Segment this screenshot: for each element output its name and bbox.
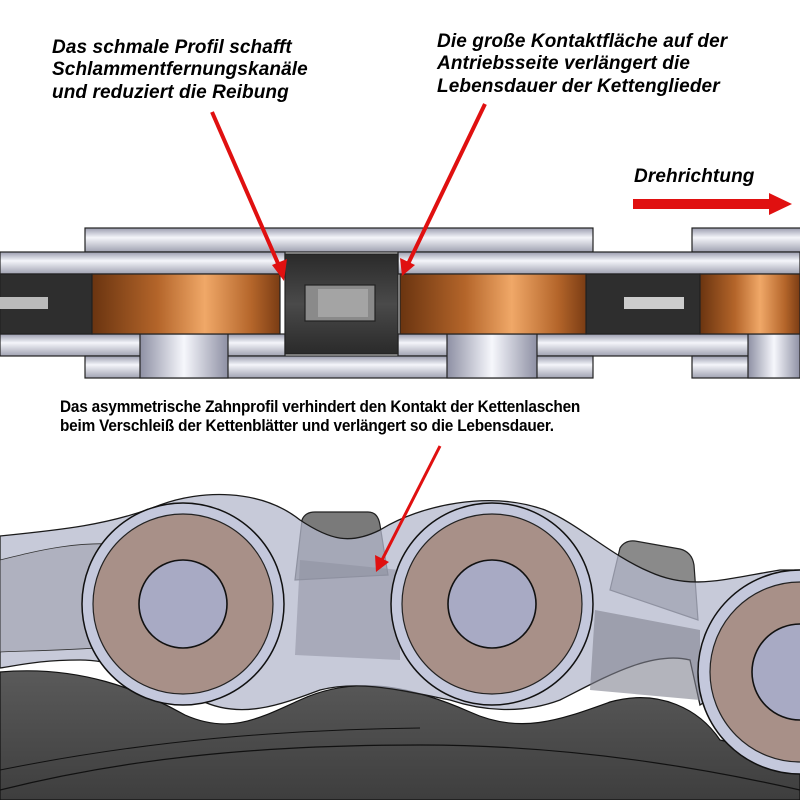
annotation-line: Die große Kontaktfläche auf der [437,31,728,52]
annotation-narrow-profile: Das schmale Profil schafft Schlammentfer… [52,37,308,104]
rotation-direction-label: Drehrichtung [634,166,754,188]
annotation-line: Antriebsseite verlängert die [437,53,691,75]
arrow-head-asymmetric-tooth [375,555,389,572]
direction-arrow-shaft [633,199,769,209]
roller-circle-3 [697,569,800,775]
arrow-contact-surface [406,103,487,265]
rotation-direction-text: Drehrichtung [634,166,755,187]
roller-2 [399,273,587,335]
annotation-line: beim Verschleiß der Kettenblätter und ve… [60,417,554,436]
roller-1 [91,273,281,335]
outer-plate-top-1 [84,227,594,253]
chain-side-view [0,227,800,379]
direction-arrow-head [769,193,792,215]
annotation-line: Lebensdauer der Kettenglieder [437,75,720,97]
annotation-line: und reduziert die Reibung [52,81,289,103]
pin-1 [139,333,229,379]
roller-circle-2 [390,502,594,706]
arrow-narrow-profile [210,111,282,269]
annotation-arrows [210,103,792,572]
pin-2 [446,333,538,379]
arrow-head-narrow-profile [272,259,287,281]
inner-plate-top-1 [0,251,286,275]
inner-plate-top-2 [397,251,800,275]
pin-3 [747,333,800,379]
roller-3 [699,273,800,335]
sprocket-view [0,493,800,800]
annotation-asymmetric-tooth: Das asymmetrische Zahnprofil verhindert … [60,398,580,437]
roller-circle-1 [81,502,285,706]
annotation-line: Das schmale Profil schafft [52,37,292,58]
arrow-asymmetric-tooth [380,445,442,561]
outer-plate-top-2 [691,227,800,253]
annotation-line: Schlammentfernungskanäle [52,59,308,81]
annotation-line: Das asymmetrische Zahnprofil verhindert … [60,398,581,416]
arrow-head-contact-surface [400,258,415,276]
annotation-contact-surface: Die große Kontaktfläche auf der Antriebs… [437,31,727,98]
